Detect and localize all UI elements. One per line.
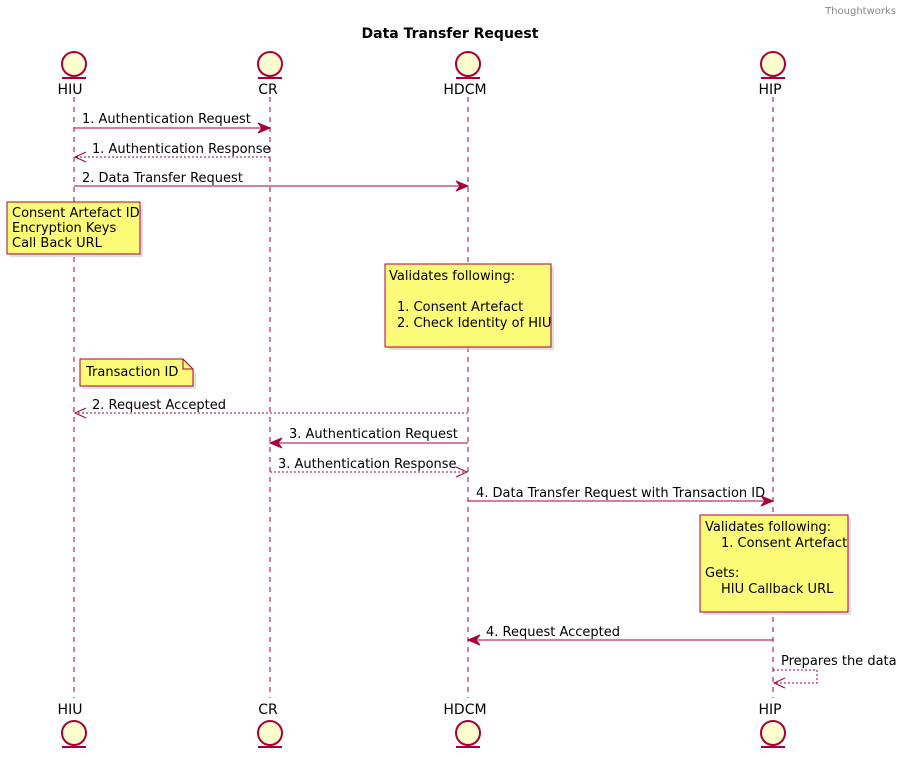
actor-hdcm-bottom: HDCM	[443, 702, 487, 748]
message-prepares-data: Prepares the data	[772, 654, 897, 689]
note-transaction-id: Transaction ID	[79, 358, 196, 389]
message-label: 2. Data Transfer Request	[82, 171, 243, 186]
note-line: Transaction ID	[85, 365, 178, 380]
message-3-auth-request: 3. Authentication Request	[268, 427, 468, 449]
actor-label: CR	[258, 702, 278, 718]
message-2-request-accepted: 2. Request Accepted	[73, 398, 468, 419]
note-line: 1. Consent Artefact	[721, 536, 847, 551]
actor-cr-top: CR	[257, 51, 283, 98]
entity-icon	[455, 720, 481, 746]
actor-hdcm-top: HDCM	[443, 51, 487, 98]
message-3-auth-response: 3. Authentication Response	[270, 457, 469, 478]
actor-hip-bottom: HIP	[758, 702, 786, 748]
actor-label: HIU	[58, 82, 83, 98]
entity-icon	[257, 720, 283, 746]
entity-icon	[61, 720, 87, 746]
message-label: 3. Authentication Response	[278, 457, 457, 472]
message-label: 4. Data Transfer Request with Transactio…	[476, 486, 765, 501]
note-line: Gets:	[705, 566, 739, 581]
entity-icon	[760, 720, 786, 746]
note-hdcm-validation: Validates following: 1. Consent Artefact…	[384, 263, 554, 350]
message-1-auth-response: 1. Authentication Response	[73, 142, 271, 163]
actor-label: HIP	[758, 702, 781, 718]
entity-icon	[455, 51, 481, 77]
note-line: 1. Consent Artefact	[397, 300, 523, 315]
actor-cr-bottom: CR	[257, 702, 283, 748]
note-line: Consent Artefact ID	[12, 206, 140, 221]
message-label: 3. Authentication Request	[289, 427, 458, 442]
actor-label: HIP	[758, 82, 781, 98]
message-1-auth-request: 1. Authentication Request	[74, 112, 272, 134]
note-line: 2. Check Identity of HIU	[397, 316, 551, 331]
entity-icon	[257, 51, 283, 77]
message-label: 2. Request Accepted	[92, 398, 226, 413]
message-4-request-accepted: 4. Request Accepted	[466, 625, 773, 646]
note-hip-validation: Validates following: 1. Consent Artefact…	[699, 514, 851, 615]
note-line: Validates following:	[705, 520, 831, 535]
actor-label: HIU	[58, 702, 83, 718]
message-2-data-transfer-request: 2. Data Transfer Request	[74, 171, 470, 192]
note-line: HIU Callback URL	[721, 582, 834, 597]
actor-hiu-top: HIU	[58, 51, 87, 98]
note-hiu-parameters: Consent Artefact ID Encryption Keys Call…	[6, 201, 143, 257]
note-line: Call Back URL	[12, 236, 103, 251]
actor-label: HDCM	[443, 702, 486, 718]
actor-hiu-bottom: HIU	[58, 702, 87, 748]
message-label: 1. Authentication Request	[82, 112, 251, 127]
actor-hip-top: HIP	[758, 51, 786, 98]
note-line: Validates following:	[389, 269, 515, 284]
actor-label: CR	[258, 82, 278, 98]
message-label: 1. Authentication Response	[92, 142, 271, 157]
message-label: Prepares the data	[781, 654, 897, 669]
entity-icon	[760, 51, 786, 77]
actor-label: HDCM	[443, 82, 486, 98]
message-4-data-transfer-request: 4. Data Transfer Request with Transactio…	[468, 486, 775, 507]
entity-icon	[61, 51, 87, 77]
diagram-title: Data Transfer Request	[362, 26, 539, 42]
watermark: Thoughtworks	[824, 6, 896, 17]
message-label: 4. Request Accepted	[486, 625, 620, 640]
note-line: Encryption Keys	[12, 221, 116, 236]
